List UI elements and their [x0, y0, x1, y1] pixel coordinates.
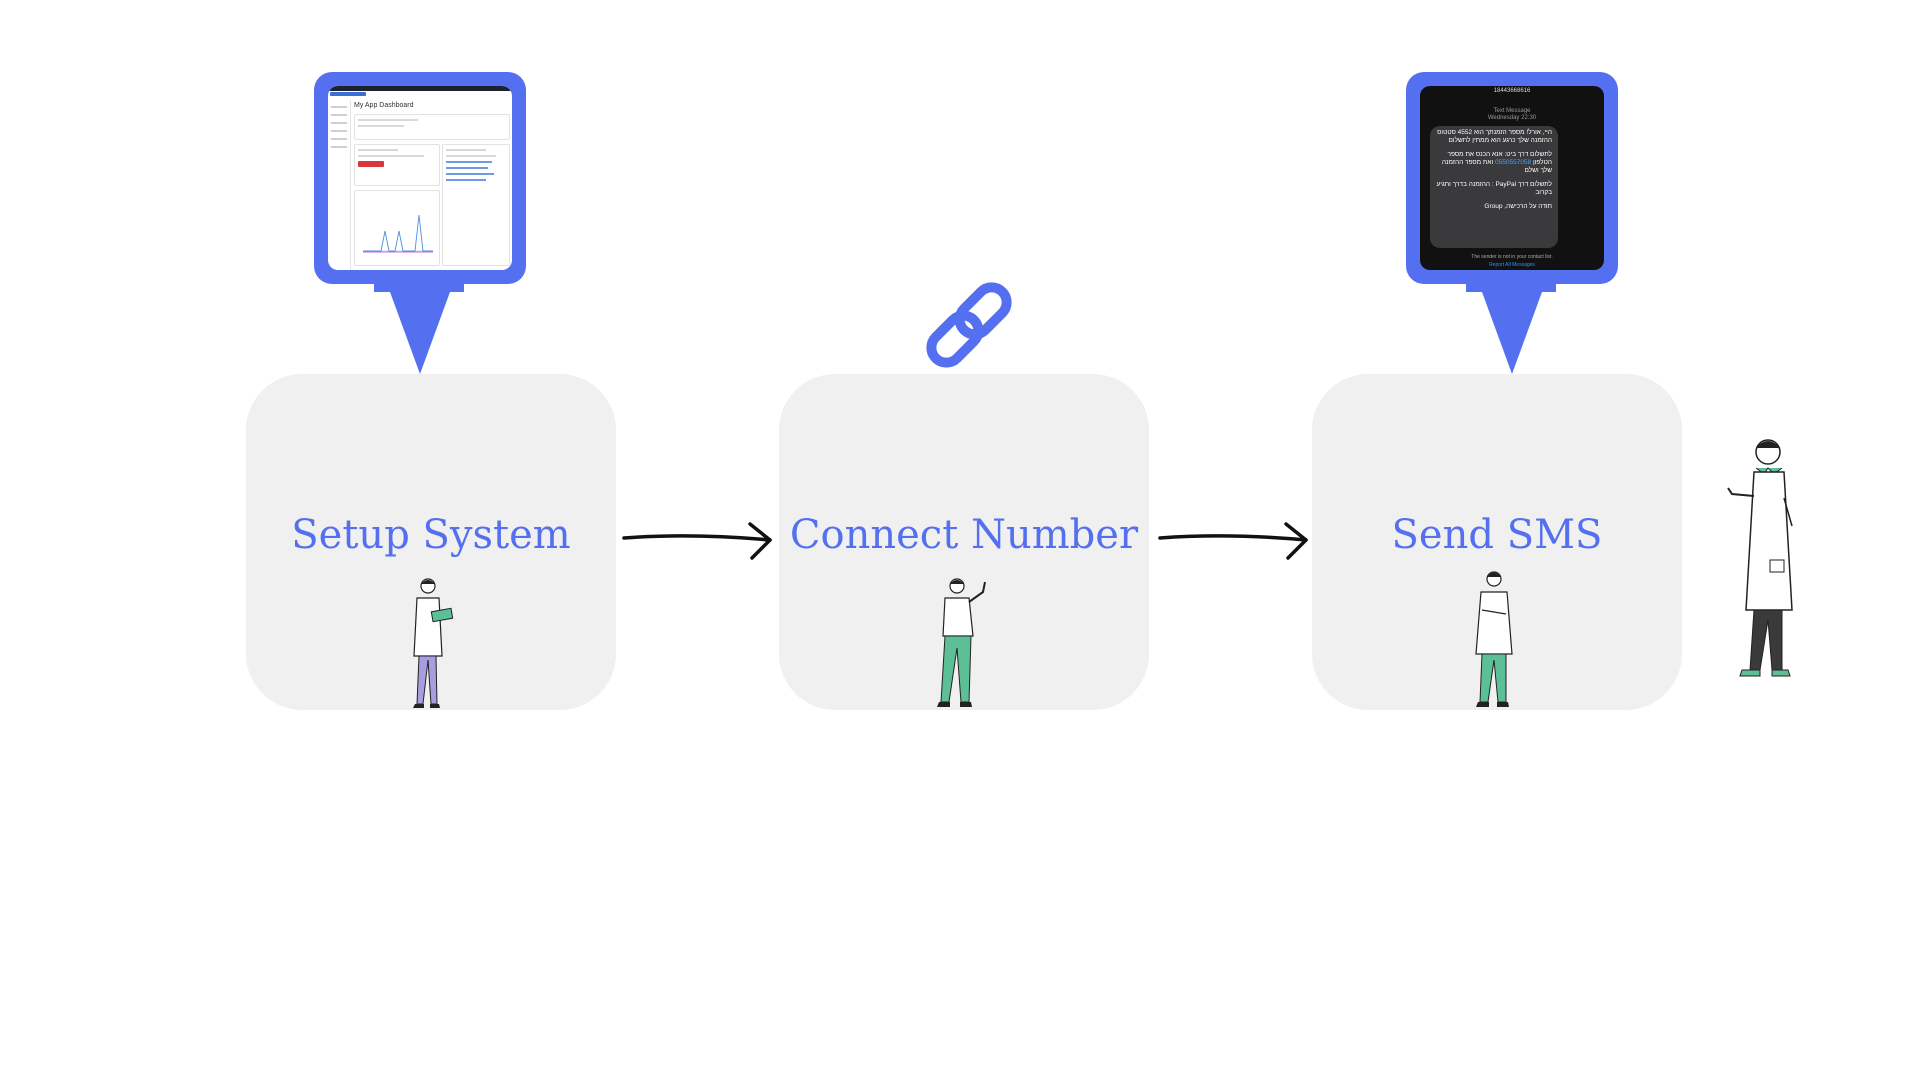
dashboard-pin: My App Dashboard	[314, 72, 526, 378]
doctor-clipboard-illustration	[413, 578, 454, 708]
dashboard-banner-card	[354, 114, 510, 140]
sms-header: Text Message Wednesday 22:30	[1487, 108, 1537, 121]
doctor-standing-illustration	[1727, 439, 1793, 677]
step-label: Setup System	[291, 512, 571, 558]
sms-sender-number: 18443668616	[1493, 88, 1531, 94]
dashboard-title: My App Dashboard	[354, 102, 414, 109]
flow-arrow	[1158, 522, 1308, 560]
pin-pointer-shape	[374, 284, 464, 374]
link-icon	[926, 282, 1012, 368]
pin-pointer-shape	[1466, 284, 1556, 374]
doctor-arms-crossed-illustration	[1475, 571, 1513, 707]
dashboard-mini-chart	[363, 214, 433, 253]
sms-screenshot: 18443668616 Text Message Wednesday 22:30…	[1420, 86, 1604, 270]
dashboard-setup-card	[354, 144, 440, 186]
sms-contact-notice: The sender is not in your contact list.	[1471, 254, 1553, 260]
flow-arrow	[622, 522, 772, 560]
step-connect-number: Connect Number	[779, 374, 1149, 710]
step-send-sms: Send SMS	[1312, 374, 1682, 710]
dashboard-red-button	[358, 161, 384, 167]
sms-message-bubble: היי, אורל! מספר הזמנתך הוא 4552 סטטוס הה…	[1430, 126, 1558, 248]
step-label: Send SMS	[1391, 512, 1603, 558]
doctor-pointing-illustration	[937, 578, 986, 707]
dashboard-chart-card	[354, 190, 440, 266]
step-setup-system: Setup System	[246, 374, 616, 710]
dashboard-nav-pill	[330, 92, 366, 96]
step-label: Connect Number	[789, 512, 1139, 558]
sms-pin: 18443668616 Text Message Wednesday 22:30…	[1406, 72, 1618, 378]
dashboard-sidebar	[328, 100, 351, 270]
sms-report-link: Report All Messages	[1489, 262, 1535, 268]
dashboard-activity-card	[442, 144, 510, 266]
dashboard-topbar	[328, 86, 512, 91]
dashboard-screenshot: My App Dashboard	[328, 86, 512, 270]
